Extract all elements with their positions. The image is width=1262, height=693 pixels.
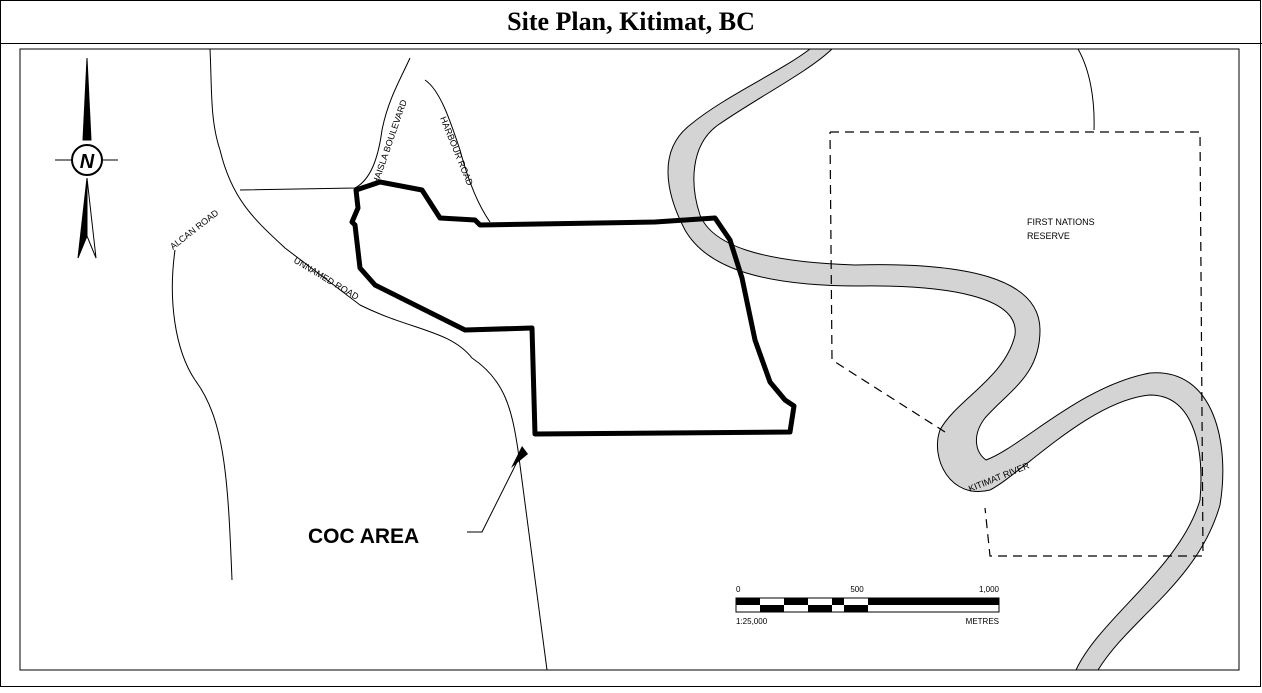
label-alcan-road: ALCAN ROAD — [168, 207, 221, 251]
scale-unit: METRES — [966, 617, 999, 626]
figure-title-text: Site Plan, Kitimat, BC — [507, 6, 755, 36]
scale-tick-0: 0 — [736, 585, 741, 594]
north-arrow-upper-tip — [82, 57, 92, 141]
north-arrow-letter: N — [80, 151, 95, 173]
road-harbour — [424, 79, 491, 223]
road-alcan — [171, 249, 233, 581]
scale-ratio: 1:25,000 — [736, 617, 768, 626]
scale-seg-bottom-1 — [760, 605, 784, 612]
label-coc-area: COC AREA — [308, 525, 419, 548]
north-arrow-circle — [71, 144, 103, 176]
coc-leader-line — [467, 451, 523, 533]
north-arrow: N — [55, 57, 118, 259]
label-reserve-line2: RESERVE — [1027, 231, 1070, 241]
label-unnamed-road: UNNAMED ROAD — [292, 255, 361, 302]
road-west-vertical — [209, 48, 548, 671]
site-plan-map[interactable]: N HAISLA BOULEVARD HARBOUR ROAD ALCAN RO… — [0, 44, 1262, 688]
road-northeast — [1077, 48, 1095, 131]
label-harbour-road: HARBOUR ROAD — [438, 115, 475, 187]
scale-seg-long — [868, 598, 999, 605]
first-nations-reserve-boundary — [829, 131, 1204, 557]
figure-title: Site Plan, Kitimat, BC — [0, 0, 1262, 44]
north-arrow-lower-black — [77, 177, 88, 259]
label-haisla-boulevard: HAISLA BOULEVARD — [370, 98, 409, 186]
map-border — [19, 48, 1240, 671]
coc-area-boundary — [349, 179, 797, 437]
map-panel[interactable]: N HAISLA BOULEVARD HARBOUR ROAD ALCAN RO… — [0, 44, 1262, 688]
scale-bar: 0 500 1,000 1:25,000 METRES — [735, 585, 1000, 626]
scale-seg-top-2 — [784, 598, 808, 605]
road-alcan-link — [239, 57, 411, 191]
label-reserve-line1: FIRST NATIONS — [1027, 217, 1095, 227]
scale-seg-top-3 — [832, 598, 844, 605]
north-arrow-lower-white — [86, 177, 97, 259]
scale-tick-500: 500 — [850, 585, 864, 594]
scale-seg-bottom-2 — [808, 605, 832, 612]
scale-tick-1000: 1,000 — [979, 585, 1000, 594]
kitimat-river — [667, 48, 1224, 671]
scale-seg-top-1 — [736, 598, 760, 605]
scale-seg-bottom-3 — [844, 605, 868, 612]
road-network — [171, 48, 1095, 671]
